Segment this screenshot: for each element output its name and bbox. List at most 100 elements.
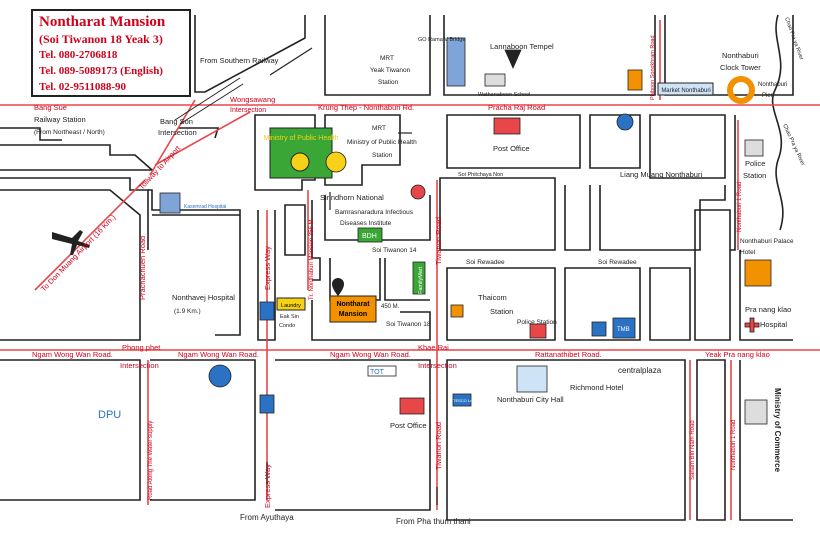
place-label: Pra nang klao: [745, 305, 791, 314]
block: [284, 204, 306, 256]
road-label: Ngam Wong Wan Road.: [32, 350, 113, 359]
block: [694, 209, 731, 341]
place-label: FamilyMart: [418, 266, 424, 294]
place-label: TMB: [617, 327, 630, 333]
road-label: Sanam Bin Nam Road: [690, 420, 696, 480]
bank-icon: [591, 321, 607, 337]
place-label: DPU: [98, 409, 121, 421]
arrow: [269, 47, 313, 76]
place-label: Station: [743, 171, 766, 180]
market-sign: [657, 82, 714, 96]
post-office-icon: [399, 397, 425, 415]
bdh-icon: [357, 227, 383, 243]
place-label: Nonthaburi: [722, 51, 759, 60]
road-label: Soi Rewadee: [598, 259, 637, 266]
place-label: Bang Son: [160, 117, 193, 126]
place-label: From Southern Railway: [200, 56, 279, 65]
block: [446, 359, 686, 521]
road-label: Express Way: [263, 246, 272, 290]
hospital-building-icon: [744, 259, 772, 287]
place-label: Phong phet: [122, 343, 161, 352]
block: [564, 185, 591, 251]
block: [0, 127, 62, 141]
block: [0, 177, 149, 250]
road-label: Yeak Pra nang klao: [705, 350, 770, 359]
ministry-public-health-label: Ministry of Public Health: [263, 135, 338, 142]
phone-2: Tel. 089-5089173 (English): [39, 65, 163, 77]
road-label: Tiwanon Road: [434, 217, 443, 265]
place-label: Diseases Institute: [340, 220, 392, 227]
place-label: Post Office: [390, 421, 427, 430]
place-label: Intersection: [158, 128, 197, 137]
place-label: Richmond Hotel: [570, 383, 624, 392]
place-label: Police: [745, 159, 765, 168]
block: [311, 300, 431, 341]
place-label: Nonthaburi City Hall: [497, 395, 564, 404]
railway-line: [174, 77, 241, 121]
road-label: To Don Muang Airport (16 Km.): [39, 212, 118, 293]
place-label: Intersection: [120, 361, 159, 370]
block: [739, 360, 793, 521]
place-label: Station: [372, 152, 393, 159]
ministry-commerce-icon: [744, 399, 768, 425]
road-label: Pracha Raj Road: [488, 103, 545, 112]
phone-1: Tel. 080-2706818: [39, 49, 118, 61]
road-label: Krung Thep - Nonthaburi Rd.: [318, 103, 414, 112]
market-label: Market Nonthaburi: [661, 88, 710, 94]
block: [0, 359, 141, 501]
city-hall-icon: [516, 365, 548, 393]
place-label: GO Rama V Bridge: [418, 37, 465, 43]
place-label: TESCO Lotus: [453, 398, 478, 403]
place-label: From Ayuthaya: [240, 513, 294, 522]
block: [148, 189, 241, 336]
place-label: Police Station: [517, 319, 557, 326]
place-label: Intersection: [230, 107, 266, 114]
temple-icon: [504, 49, 522, 69]
place-label: Post Office: [493, 144, 530, 153]
road-label: Soi Tiwanon 14: [372, 247, 417, 254]
railway-line: [179, 83, 244, 125]
place-label: MRT: [380, 55, 394, 62]
road-label: Nonthaburi 1 Road: [737, 182, 743, 232]
place-label: MRT: [372, 125, 386, 132]
place-label: Nonthaburi Palace: [740, 238, 794, 245]
block: [194, 15, 306, 93]
place-label: Ministry of Public Health: [347, 139, 417, 146]
sirindhorn-logo-icon: [325, 151, 347, 173]
place-label: Kasemrad Hospital: [184, 204, 226, 210]
road-line: [34, 179, 146, 291]
road-label: Phiboon Songkhram Road: [650, 35, 656, 100]
block: [311, 200, 321, 281]
block: [324, 15, 431, 96]
block: [446, 114, 581, 169]
block: [0, 144, 155, 171]
block: [649, 267, 691, 341]
place-label: Eak Sin: [280, 314, 299, 320]
road-label: Road Along The Water supply: [148, 421, 154, 500]
shop-icon: [627, 69, 643, 91]
river-bank: [771, 14, 784, 231]
express-way-icon: [259, 301, 275, 321]
place-label: Railway Station: [34, 115, 86, 124]
place-label: Condo: [279, 323, 295, 329]
road-label: Ngam Wong Wan Road.: [330, 350, 411, 359]
road-label: Soi Tiwanon 18: [386, 321, 431, 328]
mansion-label-1: Nontharat: [336, 301, 370, 308]
block: [254, 114, 316, 191]
block: [324, 114, 401, 186]
school-icon: [484, 73, 506, 87]
tot-icon: [367, 365, 397, 377]
road-label: Tiwanon Road: [434, 422, 443, 470]
place-label: Station: [378, 79, 399, 86]
place-label: Station: [490, 307, 513, 316]
place-label: Wongsawang: [230, 95, 275, 104]
place-label: Clock Tower: [720, 63, 761, 72]
place-label: Nonthaburi: [758, 82, 787, 88]
place-label: Lannaboon Tempel: [490, 42, 554, 51]
clinic-icon: [159, 192, 181, 214]
family-mart-icon: [412, 261, 426, 295]
block: [384, 258, 430, 301]
place-label: (1.9 Km.): [174, 308, 201, 315]
bank-icon: [616, 113, 634, 131]
